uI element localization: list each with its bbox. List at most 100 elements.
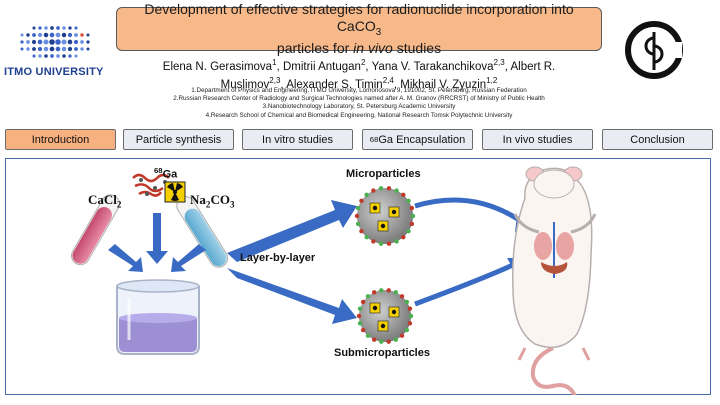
affiliations: 1.Department of Physics and Engineering,…: [100, 87, 618, 120]
logo-dot: [74, 26, 78, 30]
particle-coating-dot: [399, 294, 405, 299]
logo-dot: [73, 39, 79, 45]
logo-dot: [26, 40, 30, 44]
particle-coating-dot: [404, 327, 410, 333]
author-affiliation-ref: 2,3: [269, 75, 281, 85]
particle-coating-dot: [393, 290, 399, 295]
particle-coating-dot: [386, 339, 391, 344]
author-name: Alexander S. Timin: [286, 78, 383, 91]
logo-dot: [68, 54, 72, 58]
particle-coating-dot: [371, 337, 377, 342]
logo-dot: [20, 40, 24, 44]
tab-in-vitro-studies[interactable]: In vitro studies: [242, 129, 353, 150]
particle-coating-dot: [360, 327, 366, 333]
logo-dot: [86, 47, 90, 51]
logo-dot: [86, 40, 90, 44]
logo-dot: [49, 46, 55, 52]
particle-coating-dot: [360, 299, 366, 305]
particle-coating-dot: [409, 205, 415, 211]
microparticles-label: Microparticles: [346, 168, 421, 180]
author-name: Albert R. Muslimov: [220, 60, 556, 91]
synthesis-diagram: [71, 166, 597, 395]
particle-coating-dot: [365, 294, 371, 299]
logo-dot: [67, 39, 73, 45]
particle-coating-dot: [407, 321, 413, 326]
logo-dot: [61, 32, 67, 38]
tab-conclusion[interactable]: Conclusion: [602, 129, 713, 150]
cacl2-label: CaCl2: [88, 192, 122, 210]
radiation-icon: [164, 181, 186, 203]
particle-coating-dot: [359, 198, 364, 204]
logo-dot: [37, 46, 43, 52]
particle-coating-dot: [371, 290, 377, 295]
logo-dot: [55, 32, 61, 38]
author-affiliation-ref: 2: [360, 58, 366, 67]
logo-dot: [56, 26, 60, 30]
logo-dot: [32, 26, 36, 30]
author-affiliation-ref: 1: [272, 58, 277, 67]
logo-dot: [44, 54, 48, 58]
logo-dot: [86, 33, 90, 37]
rat-illustration: [512, 166, 597, 395]
logo-dot: [74, 54, 78, 58]
logo-dot: [49, 32, 55, 38]
particle-coating-dot: [357, 306, 363, 311]
logo-dot: [55, 46, 61, 52]
particle-coating-dot: [406, 198, 411, 204]
particle-coating-dot: [354, 213, 360, 219]
affiliation-4: 4.Research School of Chemical and Biomed…: [205, 111, 513, 119]
logo-dot: [43, 39, 49, 45]
logo-dot: [32, 47, 36, 51]
logo-dot: [44, 26, 48, 30]
author-affiliation-ref: 1,2: [486, 75, 498, 85]
particle-coating-dot: [359, 228, 364, 234]
logo-dot: [37, 32, 43, 38]
logo-dot: [67, 32, 73, 38]
radiation-symbol: [372, 305, 378, 311]
logo-dot: [61, 39, 67, 45]
section-tabs: Introduction Particle synthesis In vitro…: [0, 129, 720, 151]
particle-coating-dot: [355, 221, 361, 227]
sub-to-rat-arrow: [414, 261, 517, 307]
author-affiliation-ref: 2,4: [382, 75, 394, 85]
particle-coating-dot: [378, 241, 384, 246]
logo-dot: [74, 33, 78, 37]
itmo-dots-logo: [20, 26, 90, 58]
particle-coating-dot: [408, 313, 414, 319]
particle-coating-dot: [356, 313, 362, 319]
na2co3-label: Na2CO3: [190, 192, 235, 210]
logo-dot: [67, 46, 73, 52]
beaker-icon: [116, 279, 200, 355]
particle-coating-dot: [404, 299, 410, 305]
microparticle: [354, 186, 416, 246]
particle-coating-dot: [409, 221, 415, 227]
logo-dot: [62, 54, 66, 58]
logo-dot: [38, 54, 42, 58]
author-name: Elena N. Gerasimova: [162, 60, 273, 73]
tab-in-vivo-studies[interactable]: In vivo studies: [482, 129, 593, 150]
tab-particle-synthesis[interactable]: Particle synthesis: [123, 129, 234, 150]
logo-dot: [62, 26, 66, 30]
particle-coating-dot: [364, 192, 369, 198]
particle-coating-dot: [386, 241, 392, 246]
particle-coating-dot: [401, 234, 406, 240]
logo-dot: [32, 33, 36, 37]
particle-coating-dot: [410, 213, 416, 219]
radiation-symbol: [380, 223, 386, 229]
tab-introduction[interactable]: Introduction: [5, 129, 116, 150]
particle-coating-dot: [407, 306, 413, 311]
particle-coating-dot: [399, 333, 405, 338]
layer-by-layer-label: Layer-by-layer: [240, 252, 316, 264]
logo-dot: [26, 33, 30, 37]
cacl2-test-tube: [71, 194, 120, 266]
logo-dot: [49, 39, 55, 45]
itmo-logo-text: ITMO UNIVERSITY: [4, 66, 104, 78]
logo-dot: [43, 46, 49, 52]
logo-dot: [80, 40, 84, 44]
logo-dot: [37, 39, 43, 45]
particle-coating-dot: [379, 339, 384, 344]
particle-coating-dot: [379, 288, 384, 293]
logo-dot: [20, 47, 24, 51]
micro-to-rat-arrow: [414, 197, 527, 227]
